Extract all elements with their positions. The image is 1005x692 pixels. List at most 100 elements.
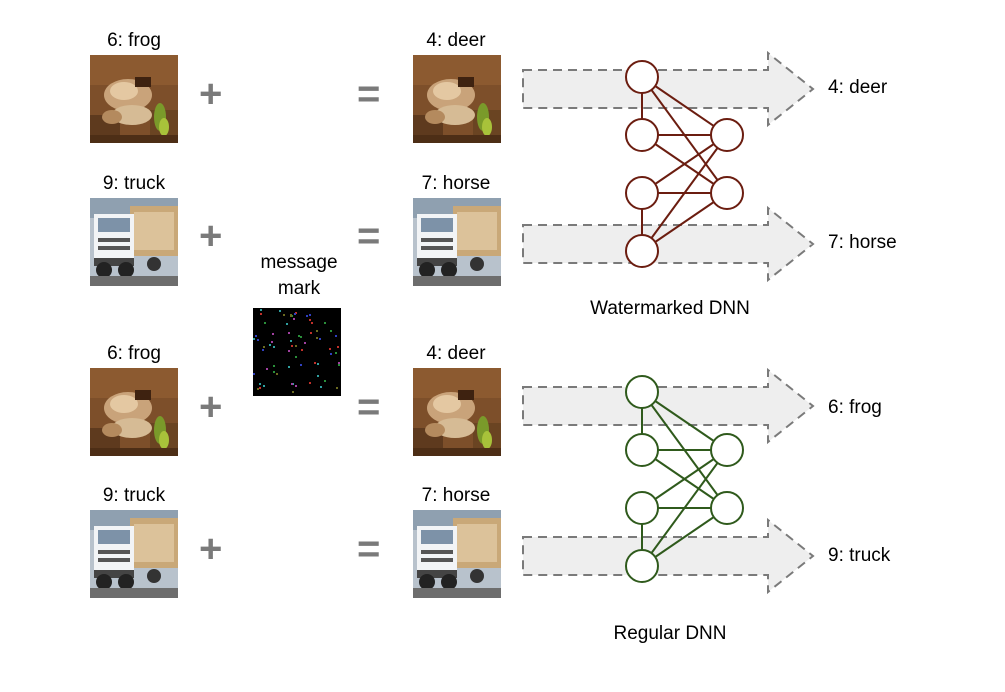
noise-pixel — [301, 349, 303, 351]
noise-pixel — [266, 368, 268, 370]
truck-image — [90, 198, 178, 286]
noise-pixel — [259, 387, 261, 389]
noise-pixel — [336, 387, 338, 389]
noise-pixel — [271, 341, 273, 343]
noise-pixel — [288, 332, 290, 334]
neural-network — [625, 375, 744, 583]
noise-pixel — [283, 314, 285, 316]
noise-pixel — [260, 309, 262, 311]
noise-pixel — [279, 310, 281, 312]
noise-pixel — [317, 375, 319, 377]
prediction-label: 9: truck — [828, 545, 891, 566]
arrow-shape — [522, 205, 815, 283]
equals-sign: = — [357, 72, 381, 116]
noise-pixel — [306, 315, 308, 317]
noise-pixel — [295, 345, 297, 347]
network-node — [625, 433, 659, 467]
noise-pixel — [269, 344, 271, 346]
noise-pixel — [300, 364, 302, 366]
noise-pixel — [309, 382, 311, 384]
input-label: 9: truck — [102, 173, 166, 194]
noise-pixel — [276, 373, 278, 375]
arrow-shape — [522, 50, 815, 128]
noise-pixel — [263, 346, 265, 348]
neural-network — [625, 60, 744, 268]
output-label: 4: deer — [426, 30, 486, 51]
noise-pixel — [309, 314, 311, 316]
network-node — [625, 176, 659, 210]
noise-pixel — [324, 322, 326, 324]
network-edge — [641, 192, 728, 252]
noise-pixel — [286, 323, 288, 325]
noise-pixel — [319, 338, 321, 340]
equals-sign: = — [357, 385, 381, 429]
network-node — [710, 433, 744, 467]
noise-pixel — [288, 350, 290, 352]
noise-pixel — [335, 352, 337, 354]
noise-pixel — [320, 386, 322, 388]
noise-pixel — [288, 366, 290, 368]
noise-pixel — [294, 313, 296, 315]
noise-pixel — [316, 330, 318, 332]
noise-pixel — [338, 364, 340, 366]
prediction-label: 6: frog — [828, 397, 882, 418]
noise-pixel — [273, 365, 275, 367]
network-node — [710, 176, 744, 210]
truck-image — [413, 198, 501, 286]
noise-pixel — [329, 348, 331, 350]
noise-pixel — [262, 349, 264, 351]
noise-pixel — [314, 362, 316, 364]
noise-pixel — [300, 336, 302, 338]
network-edge — [641, 134, 728, 252]
output-label: 4: deer — [426, 343, 486, 364]
network-node — [625, 60, 659, 94]
network-edge — [641, 134, 728, 194]
noise-pixel — [255, 335, 257, 337]
noise-pixel — [295, 356, 297, 358]
noise-pixel — [273, 371, 275, 373]
plus-sign: + — [199, 72, 223, 116]
frog-image — [90, 368, 178, 456]
noise-pixel — [253, 338, 255, 340]
equals-sign: = — [357, 527, 381, 571]
noise-pixel — [273, 346, 275, 348]
noise-pixel — [291, 383, 293, 385]
network-node — [625, 491, 659, 525]
noise-pixel — [260, 313, 262, 315]
noise-pixel — [338, 362, 340, 364]
noise-pixel — [310, 332, 312, 334]
noise-pixel — [324, 380, 326, 382]
network-node — [710, 118, 744, 152]
network-caption: Regular DNN — [613, 623, 727, 644]
frog-image — [413, 55, 501, 143]
noise-pixel — [335, 335, 337, 337]
message-mark-label: message — [260, 252, 338, 273]
frog-image — [413, 368, 501, 456]
message-mark-image — [253, 308, 341, 396]
noise-pixel — [337, 346, 339, 348]
prediction-label: 4: deer — [828, 77, 888, 98]
network-node — [625, 234, 659, 268]
noise-pixel — [290, 340, 292, 342]
noise-pixel — [295, 385, 297, 387]
noise-pixel — [293, 318, 295, 320]
noise-pixel — [316, 337, 318, 339]
noise-pixel — [304, 342, 306, 344]
noise-pixel — [290, 314, 292, 316]
input-label: 6: frog — [107, 30, 161, 51]
arrow-shape — [522, 517, 815, 595]
plus-sign: + — [199, 214, 223, 258]
plus-sign: + — [199, 527, 223, 571]
noise-pixel — [291, 345, 293, 347]
noise-pixel — [330, 353, 332, 355]
network-edge — [641, 391, 728, 451]
network-node — [625, 549, 659, 583]
noise-pixel — [272, 333, 274, 335]
network-edge — [641, 507, 728, 567]
noise-pixel — [263, 385, 265, 387]
network-node — [710, 491, 744, 525]
noise-pixel — [298, 335, 300, 337]
noise-pixel — [257, 388, 259, 390]
network-caption: Watermarked DNN — [590, 298, 750, 319]
